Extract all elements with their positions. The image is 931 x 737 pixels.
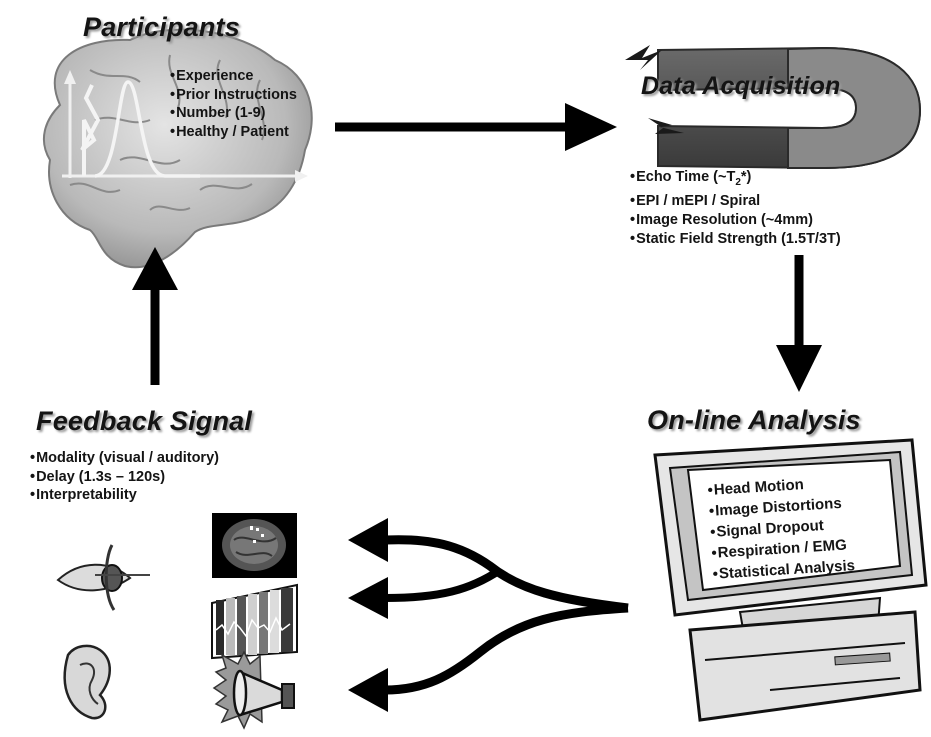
brain-icon bbox=[42, 28, 313, 269]
feedback-list: Modality (visual / auditory) Delay (1.3s… bbox=[30, 449, 219, 505]
loudspeaker-icon bbox=[212, 650, 295, 730]
feedback-item: Interpretability bbox=[30, 486, 219, 505]
participants-item: Experience bbox=[170, 67, 297, 86]
echo-suffix: *) bbox=[740, 169, 752, 185]
participants-title: Participants bbox=[83, 12, 240, 42]
echo-time-text: Echo Time (~T bbox=[636, 169, 736, 185]
feedback-item: Delay (1.3s – 120s) bbox=[30, 468, 219, 487]
acquisition-item: Echo Time (~T2*) bbox=[630, 168, 841, 192]
analysis-title: On-line Analysis bbox=[647, 405, 861, 435]
acquisition-title: Data Acquisition bbox=[641, 72, 841, 100]
feedback-title: Feedback Signal bbox=[36, 406, 253, 436]
analysis-list: Head Motion Image Distortions Signal Dro… bbox=[707, 471, 856, 584]
branching-feedback-arrows bbox=[348, 518, 629, 712]
eye-icon bbox=[56, 544, 150, 611]
participants-list: Experience Prior Instructions Number (1-… bbox=[170, 67, 297, 141]
participants-item: Prior Instructions bbox=[170, 86, 297, 105]
arrow-participants-to-acquisition bbox=[335, 103, 617, 151]
echo-subscript: 2 bbox=[735, 176, 741, 188]
participants-item: Number (1-9) bbox=[170, 104, 297, 123]
acquisition-item: Static Field Strength (1.5T/3T) bbox=[630, 230, 841, 249]
ear-icon bbox=[63, 644, 111, 720]
brain-scan-thumbnail bbox=[212, 513, 297, 578]
arrow-acquisition-to-analysis bbox=[776, 255, 822, 392]
feedback-item: Modality (visual / auditory) bbox=[30, 449, 219, 468]
acquisition-item: EPI / mEPI / Spiral bbox=[630, 192, 841, 211]
acquisition-list: Echo Time (~T2*) EPI / mEPI / Spiral Ima… bbox=[630, 168, 841, 248]
acquisition-item: Image Resolution (~4mm) bbox=[630, 211, 841, 230]
magnet-icon bbox=[625, 45, 922, 170]
signal-timecourse-thumbnail bbox=[211, 583, 298, 660]
participants-item: Healthy / Patient bbox=[170, 123, 297, 142]
arrow-feedback-to-participants bbox=[132, 247, 178, 385]
